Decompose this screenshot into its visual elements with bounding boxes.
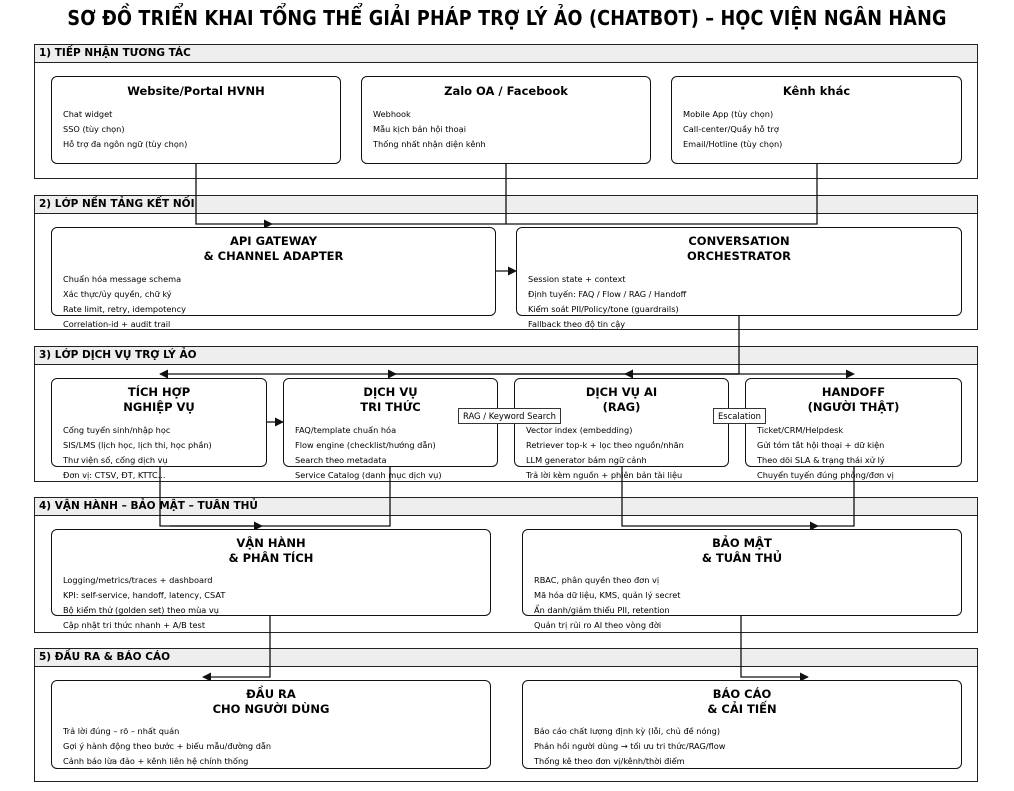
security-item: Quản trị rủi ro AI theo vòng đời xyxy=(534,620,662,630)
output-title-line1: ĐẦU RA xyxy=(246,687,296,701)
zalo-item: Thống nhất nhận diện kênh xyxy=(373,139,486,149)
box-zalo-title: Zalo OA / Facebook xyxy=(444,84,568,98)
gateway-item: Chuẩn hóa message schema xyxy=(63,274,182,284)
gateway-item: Correlation-id + audit trail xyxy=(63,319,171,329)
output-item: Gợi ý hành động theo bước + biểu mẫu/đườ… xyxy=(63,741,272,751)
orchestrator-title-line1: CONVERSATION xyxy=(688,234,790,248)
ops-title-line2: & PHÂN TÍCH xyxy=(228,551,314,565)
security-title-line1: BẢO MẬT xyxy=(712,536,772,550)
orchestrator-item: Kiểm soát PII/Policy/tone (guardrails) xyxy=(528,304,679,314)
handoff-title-line1: HANDOFF xyxy=(821,385,886,399)
section-intake-label: 1) TIẾP NHẬN TƯƠNG TÁC xyxy=(35,45,977,63)
box-conversation-orchestrator: CONVERSATION ORCHESTRATOR Session state … xyxy=(516,227,962,329)
section-operations-label: 4) VẬN HÀNH – BẢO MẬT – TUÂN THỦ xyxy=(35,498,977,516)
zalo-item: Webhook xyxy=(373,109,411,119)
ai-title-line2: (RAG) xyxy=(602,400,641,414)
ops-item: Logging/metrics/traces + dashboard xyxy=(63,575,213,585)
section-services: 3) LỚP DỊCH VỤ TRỢ LÝ ẢO xyxy=(34,346,978,482)
website-item: Chat widget xyxy=(63,109,113,119)
handoff-title-line2: (NGƯỜI THẬT) xyxy=(807,400,900,414)
security-title-line2: & TUÂN THỦ xyxy=(701,551,783,565)
integration-item: Thư viện số, cổng dịch vụ xyxy=(63,455,168,465)
security-item: RBAC, phân quyền theo đơn vị xyxy=(534,575,660,585)
box-other-channels: Kênh khác Mobile App (tùy chọn) Call-cen… xyxy=(671,76,962,164)
other-item: Call-center/Quầy hỗ trợ xyxy=(683,124,779,134)
box-report-improvement: BÁO CÁO & CẢI TIẾN Báo cáo chất lượng đị… xyxy=(522,680,962,769)
ai-title-line1: DỊCH VỤ AI xyxy=(585,385,658,399)
ai-item: Vector index (embedding) xyxy=(526,425,633,435)
box-business-integration: TÍCH HỢP NGHIỆP VỤ Cổng tuyển sinh/nhập … xyxy=(51,378,267,480)
ops-title-line1: VẬN HÀNH xyxy=(236,536,306,550)
report-item: Báo cáo chất lượng định kỳ (lỗi, chủ đề … xyxy=(534,726,721,736)
ops-item: KPI: self-service, handoff, latency, CSA… xyxy=(63,590,226,600)
box-website-portal: Website/Portal HVNH Chat widget SSO (tùy… xyxy=(51,76,341,164)
zalo-item: Mẫu kịch bản hội thoại xyxy=(373,124,466,134)
integration-item: SIS/LMS (lịch học, lịch thi, học phần) xyxy=(63,440,212,450)
orchestrator-item: Session state + context xyxy=(528,274,626,284)
section-output-label: 5) ĐẦU RA & BÁO CÁO xyxy=(35,649,977,667)
knowledge-item: Service Catalog (danh mục dịch vụ) xyxy=(295,470,442,480)
box-security-compliance: BẢO MẬT & TUÂN THỦ RBAC, phân quyền theo… xyxy=(522,529,962,630)
handoff-item: Gửi tóm tắt hội thoại + dữ kiện xyxy=(757,440,885,450)
gateway-item: Xác thực/ủy quyền, chữ ký xyxy=(63,289,172,299)
orchestrator-title-line2: ORCHESTRATOR xyxy=(686,249,792,263)
output-item: Cảnh báo lừa đảo + kênh liên hệ chính th… xyxy=(63,756,249,766)
orchestrator-item: Định tuyến: FAQ / Flow / RAG / Handoff xyxy=(528,289,687,299)
orchestrator-item: Fallback theo độ tin cậy xyxy=(528,319,626,329)
report-title-line2: & CẢI TIẾN xyxy=(707,702,777,716)
handoff-item: Theo dõi SLA & trạng thái xử lý xyxy=(757,455,885,465)
report-item: Phản hồi người dùng → tối ưu tri thức/RA… xyxy=(534,741,726,751)
ai-item: LLM generator bám ngữ cảnh xyxy=(526,455,647,465)
knowledge-item: FAQ/template chuẩn hóa xyxy=(295,425,397,435)
box-website-title: Website/Portal HVNH xyxy=(127,84,265,98)
edge-label-escalation: Escalation xyxy=(713,408,766,424)
output-title-line2: CHO NGƯỜI DÙNG xyxy=(212,702,330,716)
integration-item: Cổng tuyển sinh/nhập học xyxy=(63,425,171,435)
section-services-label: 3) LỚP DỊCH VỤ TRỢ LÝ ẢO xyxy=(35,347,977,365)
website-item: Hỗ trợ đa ngôn ngữ (tùy chọn) xyxy=(63,139,188,149)
gateway-title-line2: & CHANNEL ADAPTER xyxy=(203,249,344,263)
gateway-item: Rate limit, retry, idempotency xyxy=(63,304,186,314)
box-operations-analytics: VẬN HÀNH & PHÂN TÍCH Logging/metrics/tra… xyxy=(51,529,491,630)
box-api-gateway: API GATEWAY & CHANNEL ADAPTER Chuẩn hóa … xyxy=(51,227,496,329)
security-item: Ẩn danh/giảm thiểu PII, retention xyxy=(534,605,670,615)
knowledge-title-line1: DỊCH VỤ xyxy=(363,385,418,399)
ops-item: Cập nhật tri thức nhanh + A/B test xyxy=(63,620,206,630)
box-user-output: ĐẦU RA CHO NGƯỜI DÙNG Trả lời đúng – rõ … xyxy=(51,680,491,769)
box-other-title: Kênh khác xyxy=(782,84,851,98)
report-item: Thống kê theo đơn vị/kênh/thời điểm xyxy=(534,756,685,766)
knowledge-item: Search theo metadata xyxy=(295,455,387,465)
ai-item: Retriever top-k + lọc theo nguồn/nhãn xyxy=(526,440,684,450)
handoff-item: Chuyển tuyến đúng phòng/đơn vị xyxy=(757,470,894,480)
security-item: Mã hóa dữ liệu, KMS, quản lý secret xyxy=(534,590,681,600)
integration-item: Đơn vị: CTSV, ĐT, KTTC... xyxy=(63,470,166,480)
diagram-title: SƠ ĐỒ TRIỂN KHAI TỔNG THỂ GIẢI PHÁP TRỢ … xyxy=(67,6,947,30)
output-item: Trả lời đúng – rõ – nhất quán xyxy=(63,726,180,736)
other-item: Email/Hotline (tùy chọn) xyxy=(683,139,783,149)
handoff-item: Ticket/CRM/Helpdesk xyxy=(757,425,844,435)
other-item: Mobile App (tùy chọn) xyxy=(683,109,774,119)
knowledge-item: Flow engine (checklist/hướng dẫn) xyxy=(295,440,436,450)
integration-title-line1: TÍCH HỢP xyxy=(127,385,191,399)
report-title-line1: BÁO CÁO xyxy=(712,687,772,701)
box-human-handoff: HANDOFF (NGƯỜI THẬT) Ticket/CRM/Helpdesk… xyxy=(745,378,962,480)
section-platform-label: 2) LỚP NỀN TẢNG KẾT NỐI xyxy=(35,196,977,214)
gateway-title-line1: API GATEWAY xyxy=(229,234,318,248)
knowledge-title-line2: TRI THỨC xyxy=(360,400,421,414)
ai-item: Trả lời kèm nguồn + phiên bản tài liệu xyxy=(526,470,683,480)
edge-label-rag-keyword: RAG / Keyword Search xyxy=(458,408,561,424)
website-item: SSO (tùy chọn) xyxy=(63,124,125,134)
box-zalo-facebook: Zalo OA / Facebook Webhook Mẫu kịch bản … xyxy=(361,76,651,164)
integration-title-line2: NGHIỆP VỤ xyxy=(123,400,195,414)
ops-item: Bộ kiểm thử (golden set) theo mùa vụ xyxy=(63,605,219,615)
